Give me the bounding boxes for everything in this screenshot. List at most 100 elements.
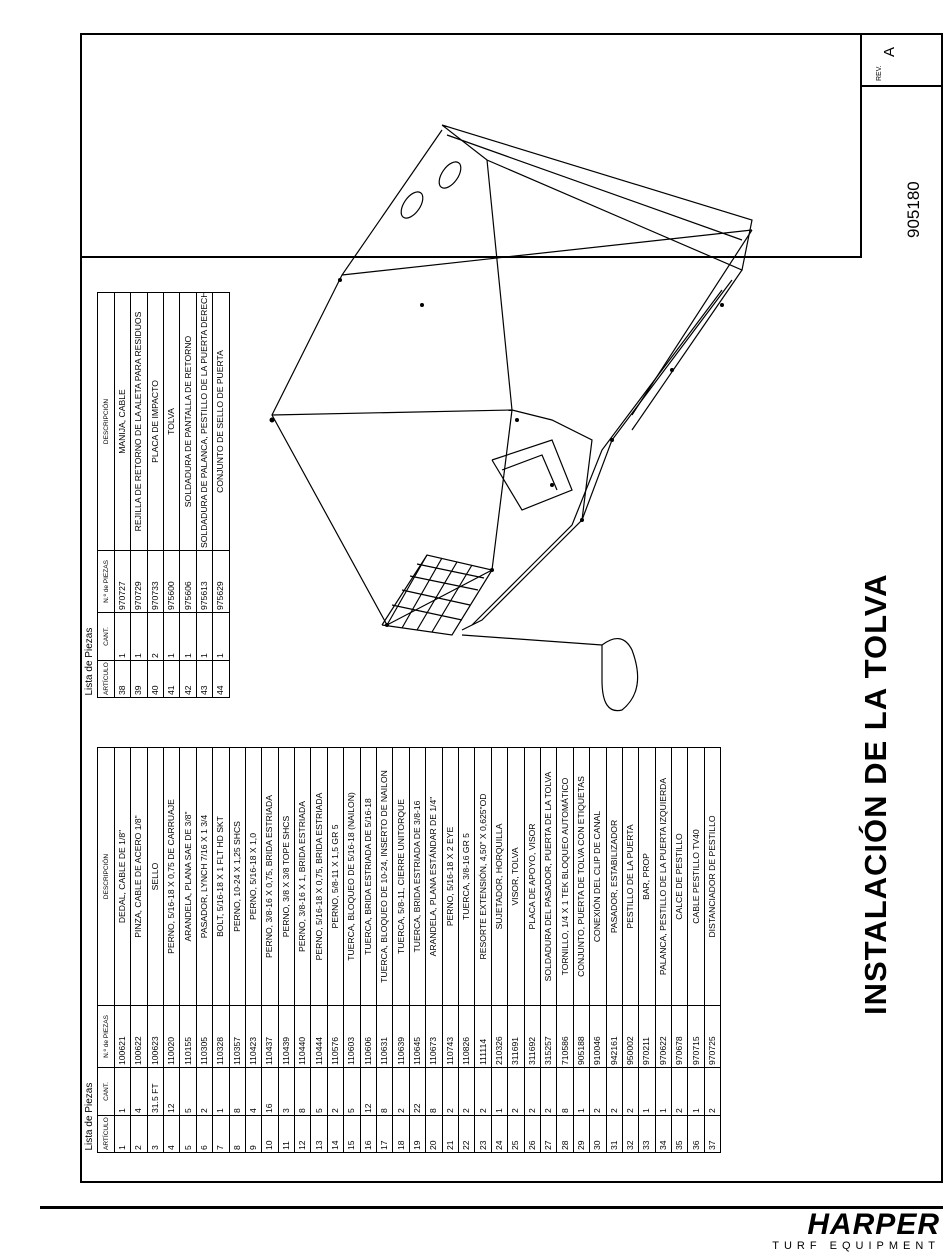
description: PINZA, CABLE DE ACERO 1/8" (130, 747, 148, 1006)
item-number: 18 (392, 1115, 410, 1153)
part-number: 942161 (606, 1005, 623, 1068)
document-number: 905180 (904, 181, 923, 238)
part-number: 970715 (687, 1005, 705, 1068)
description: TUERCA, BLOQUEO DE 10-24, INSERTO DE NAI… (376, 747, 393, 1006)
quantity: 2 (524, 1067, 541, 1116)
description: SELLO (147, 747, 164, 1006)
quantity: 2 (147, 612, 164, 661)
description: REJILLA DE RETORNO DE LA ALETA PARA RESI… (130, 292, 148, 551)
part-number: 905188 (573, 1005, 590, 1068)
description: PASADOR, ESTABILIZADOR (606, 747, 623, 1006)
quantity: 2 (606, 1067, 623, 1116)
brand-name: HARPER (807, 1208, 940, 1241)
item-number: 24 (491, 1115, 508, 1153)
item-number: 15 (343, 1115, 361, 1153)
item-number: 10 (261, 1115, 279, 1153)
description: SOLDADURA DE PALANCA, PESTILLO DE LA PUE… (196, 292, 213, 551)
quantity: 5 (310, 1067, 328, 1116)
description: PERNO, 5/16-18 X 0,75 DE CARRUAJE (163, 747, 180, 1006)
part-number: 110743 (442, 1005, 459, 1068)
quantity: 1 (114, 612, 131, 661)
item-number: 29 (573, 1115, 590, 1153)
quantity: 2 (704, 1067, 721, 1116)
quantity: 1 (212, 612, 230, 661)
quantity: 12 (163, 1067, 180, 1116)
part-number: 110444 (310, 1005, 328, 1068)
part-number: 110576 (327, 1005, 344, 1068)
description: TUERCA, 5/8-11, CIERRE UNITORQUE (392, 747, 410, 1006)
quantity: 1 (212, 1067, 230, 1116)
quantity: 2 (589, 1067, 606, 1116)
description: PERNO, 3/8-16 X 1, BRIDA ESTRIADA (294, 747, 311, 1006)
part-number: 100622 (130, 1005, 148, 1068)
description: PERNO, 3/8 X 3/8 TOPE SHCS (278, 747, 295, 1006)
part-number: 110423 (245, 1005, 262, 1068)
item-number: 37 (704, 1115, 721, 1153)
item-number: 3 (147, 1115, 164, 1153)
item-number: 42 (179, 660, 197, 698)
quantity: 4 (130, 1067, 148, 1116)
quantity: 1 (179, 612, 197, 661)
part-number: 111114 (474, 1005, 492, 1068)
title-block: 905180 REV. A (82, 35, 943, 258)
item-number: 17 (376, 1115, 393, 1153)
part-number: 710586 (556, 1005, 574, 1068)
item-number: 4 (163, 1115, 180, 1153)
item-number: 5 (179, 1115, 197, 1153)
part-number: 100623 (147, 1005, 164, 1068)
description: PERNO, 5/8-11 X 1,5 GR 5 (327, 747, 344, 1006)
description: MANIJA, CABLE (114, 292, 131, 551)
item-number: 7 (212, 1115, 230, 1153)
description: CONEXIÓN DEL CLIP DE CANAL (589, 747, 606, 1006)
quantity: 1 (114, 1067, 131, 1116)
quantity: 31.5 FT (147, 1067, 164, 1116)
quantity: 2 (474, 1067, 492, 1116)
title-block-divider-h1 (942, 35, 943, 258)
item-number: 39 (130, 660, 148, 698)
quantity: 16 (261, 1067, 279, 1116)
description: TUERCA, BLOQUEO DE 5/16-18 (NAILON) (343, 747, 361, 1006)
part-number: 110155 (179, 1005, 197, 1068)
part-number: 970729 (130, 550, 148, 613)
description: TORNILLO, 1/4 X 1 TEK BLOQUEO AUTOMÁTICO (556, 747, 574, 1006)
item-number: 2 (130, 1115, 148, 1153)
description: PALANCA, PESTILLO DE LA PUERTA IZQUIERDA (655, 747, 672, 1006)
part-number: 970211 (638, 1005, 656, 1068)
item-number: 27 (540, 1115, 557, 1153)
part-number: 110645 (409, 1005, 426, 1068)
item-number: 40 (147, 660, 164, 698)
quantity: 12 (360, 1067, 377, 1116)
part-number: 975613 (196, 550, 213, 613)
description: PLACA DE IMPACTO (147, 292, 164, 551)
part-number: 110439 (278, 1005, 295, 1068)
parts-list-table-1: Lista de Piezas ARTÍCULO CANT. N.º de PI… (82, 747, 721, 1153)
description: PERNO, 5/16-18 X 1,0 (245, 747, 262, 1006)
drawing-sheet: 905180 REV. A Lista de Piezas ARTÍCULO C… (80, 33, 943, 1183)
drawing-title: INSTALACIÓN DE LA TOLVA (858, 573, 893, 1016)
quantity: 8 (229, 1067, 246, 1116)
description: CABLE PESTILLO TV40 (687, 747, 705, 1006)
header-part: N.º de PIEZAS (97, 1005, 115, 1068)
item-number: 35 (671, 1115, 688, 1153)
parts-list-table-2: Lista de Piezas ARTÍCULO CANT. N.º de PI… (82, 292, 230, 698)
quantity: 2 (458, 1067, 475, 1116)
item-number: 33 (638, 1115, 656, 1153)
quantity: 1 (655, 1067, 672, 1116)
